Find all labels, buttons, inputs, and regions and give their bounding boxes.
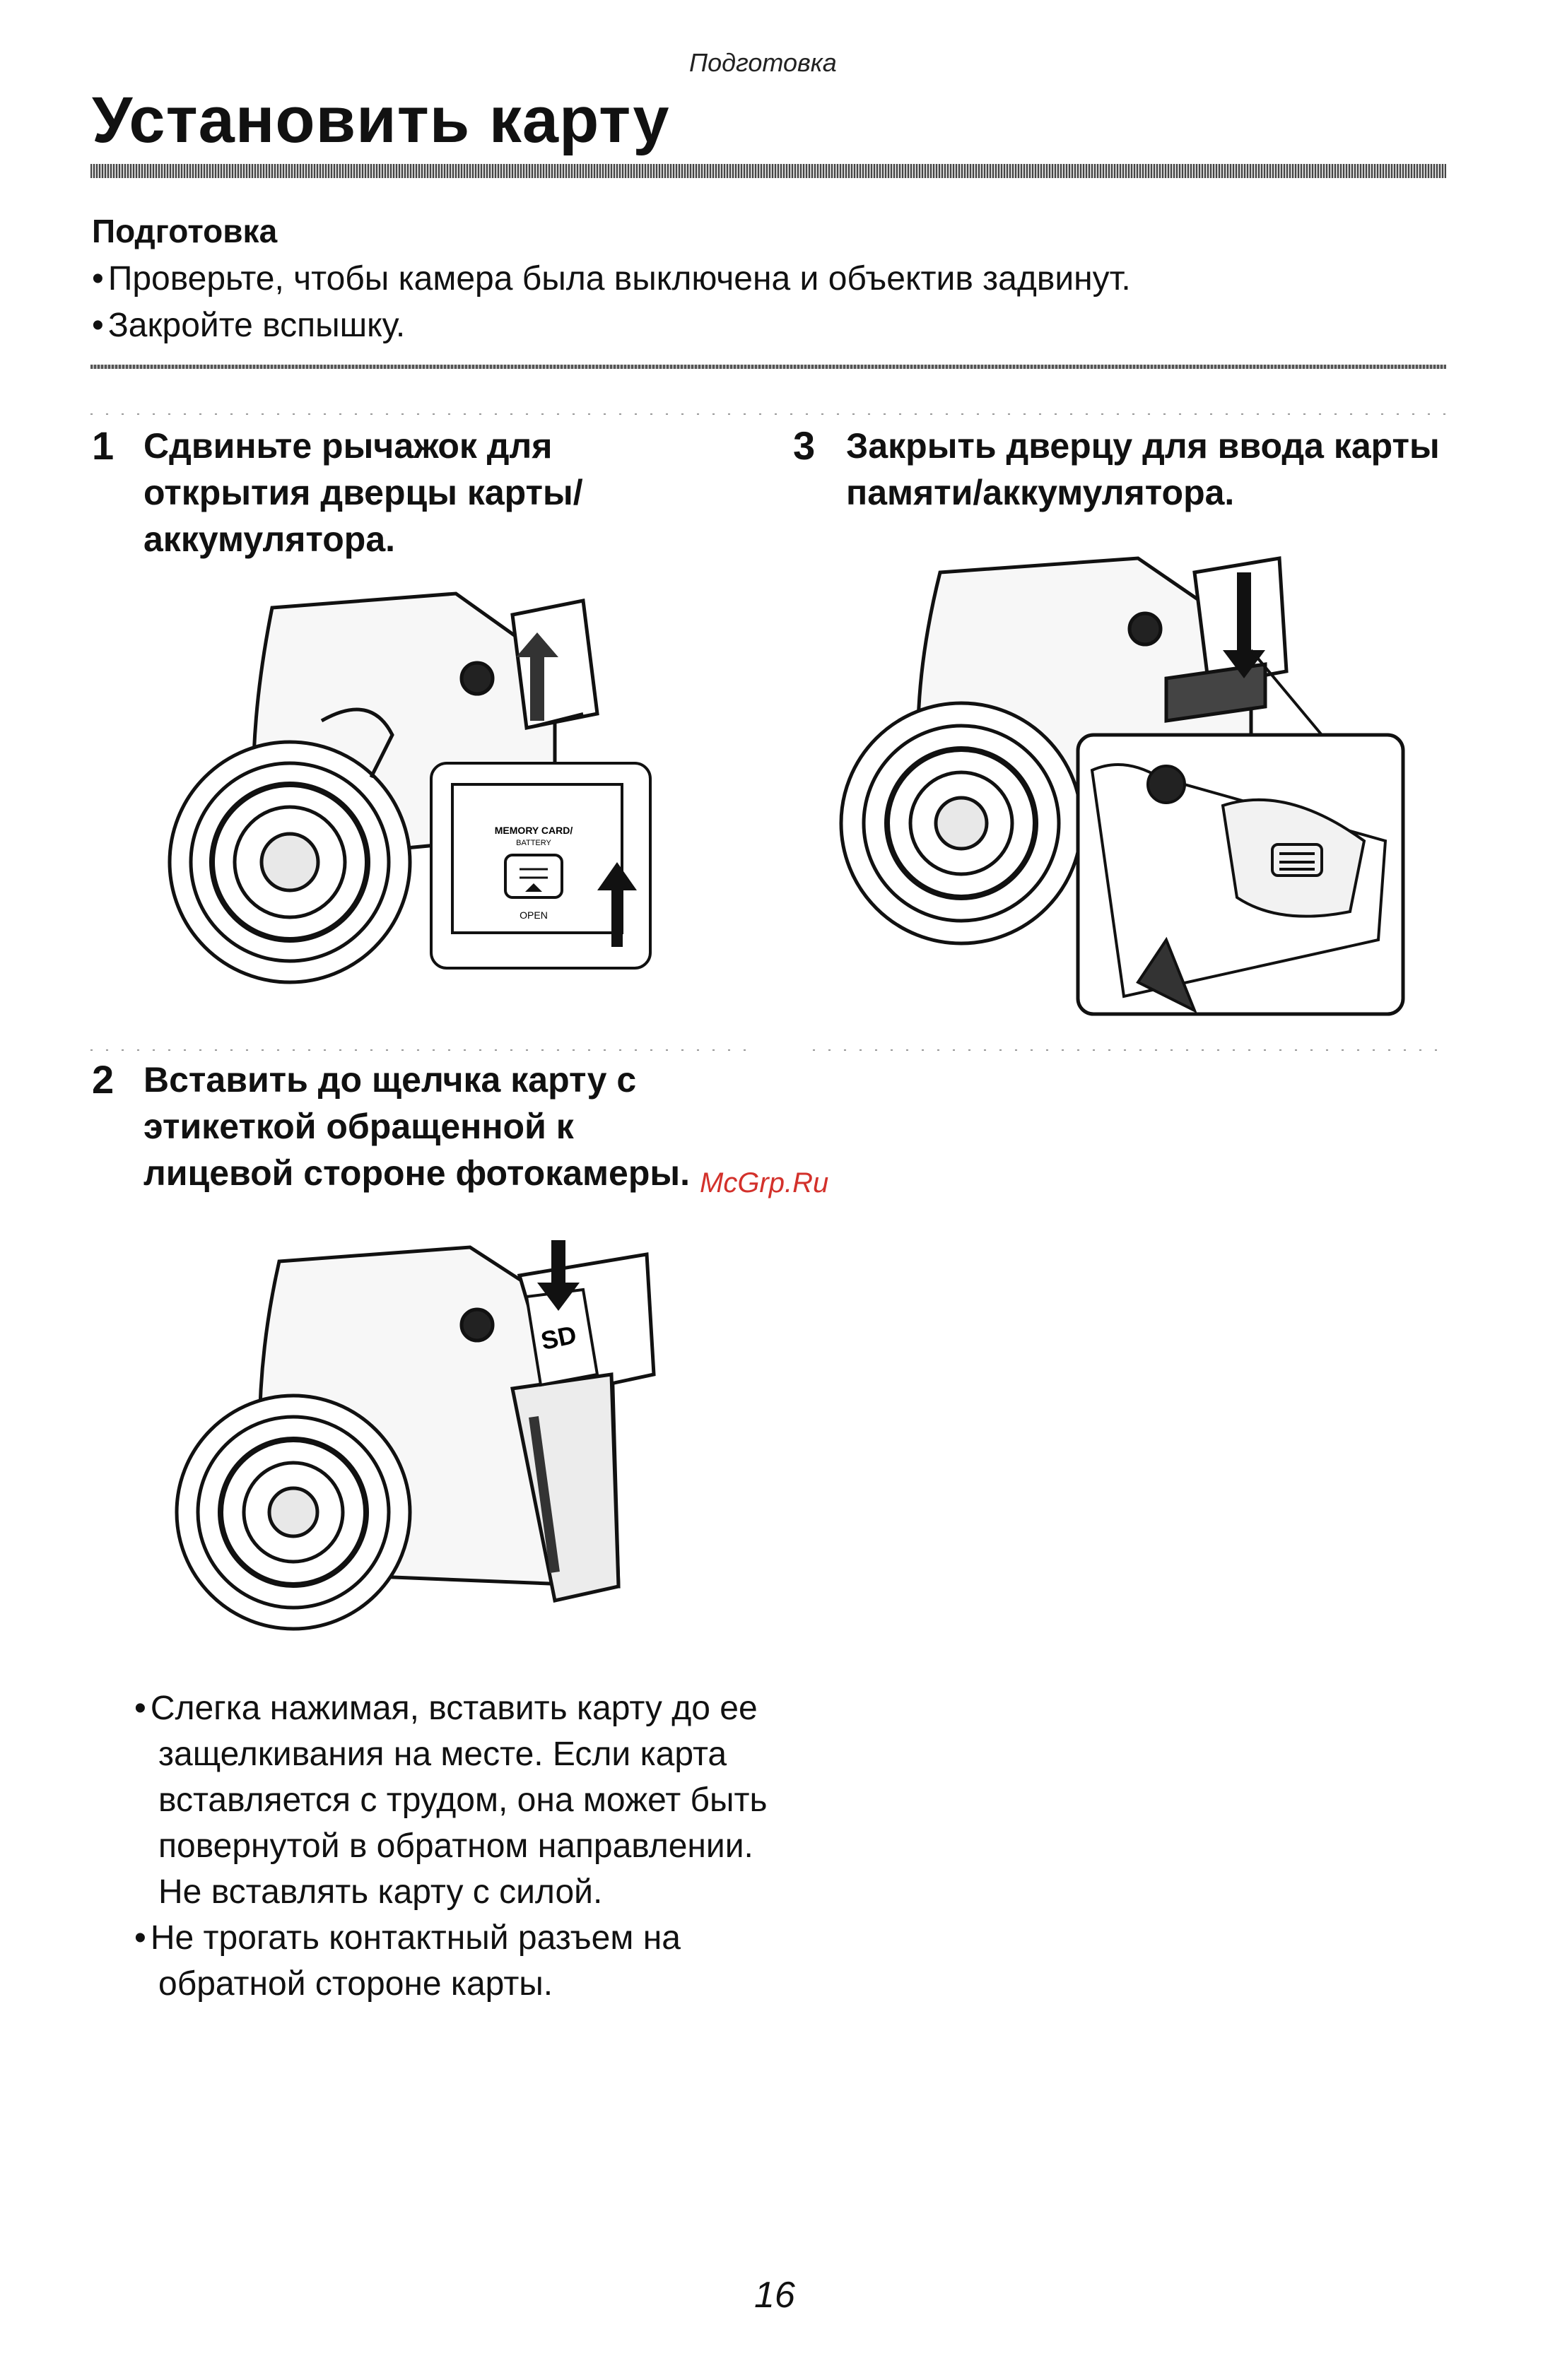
door-lever [504,854,563,899]
dotted-separator [90,413,1446,415]
preparation-list: Проверьте, чтобы камера была выключена и… [92,256,1435,349]
sd-card: SD [524,1288,599,1387]
step-1-number: 1 [92,423,115,468]
open-arrow-icon [516,632,558,721]
step-1-text: Сдвиньте рычажок для открытия дверцы кар… [143,426,583,559]
dotted-separator [813,1049,1446,1051]
page-title: Установить карту [92,84,670,156]
insert-arrow-icon [537,1240,580,1311]
section-divider [90,365,1446,369]
door-label-2: BATTERY [516,839,551,847]
title-rule [90,164,1446,178]
notes-list: Слегка нажимая, вставить карту до ее защ… [134,1685,770,2007]
door-label-1: MEMORY CARD/ [495,825,573,836]
step-3-text: Закрыть дверцу для ввода карты памяти/ак… [846,426,1440,512]
preparation-heading: Подготовка [92,213,278,249]
step-2-number: 2 [92,1057,115,1102]
close-arrow-icon [1223,572,1265,678]
preparation-item: Закройте вспышку. [92,302,1435,349]
step-2-text: Вставить до щелчка карту с этикеткой обр… [143,1060,690,1193]
door-label-open: OPEN [520,909,548,921]
watermark: McGrp.Ru [700,1167,829,1198]
camera-insert-card-illustration: SD [175,1240,656,1631]
preparation-item: Проверьте, чтобы камера была выключена и… [92,256,1435,302]
dotted-separator [90,1049,748,1051]
slide-up-arrow-icon [597,862,637,947]
camera-open-door-illustration: MEMORY CARD/ BATTERY OPEN [168,591,652,984]
note-item: Слегка нажимая, вставить карту до ее защ… [134,1685,770,1915]
step-3-number: 3 [793,423,816,468]
sd-card-label: SD [539,1320,579,1356]
camera-close-door-illustration [839,556,1405,1016]
running-head: Подготовка [689,48,837,77]
note-item: Не трогать контактный разъем на обратной… [134,1915,770,2007]
page-number: 16 [754,2275,795,2316]
